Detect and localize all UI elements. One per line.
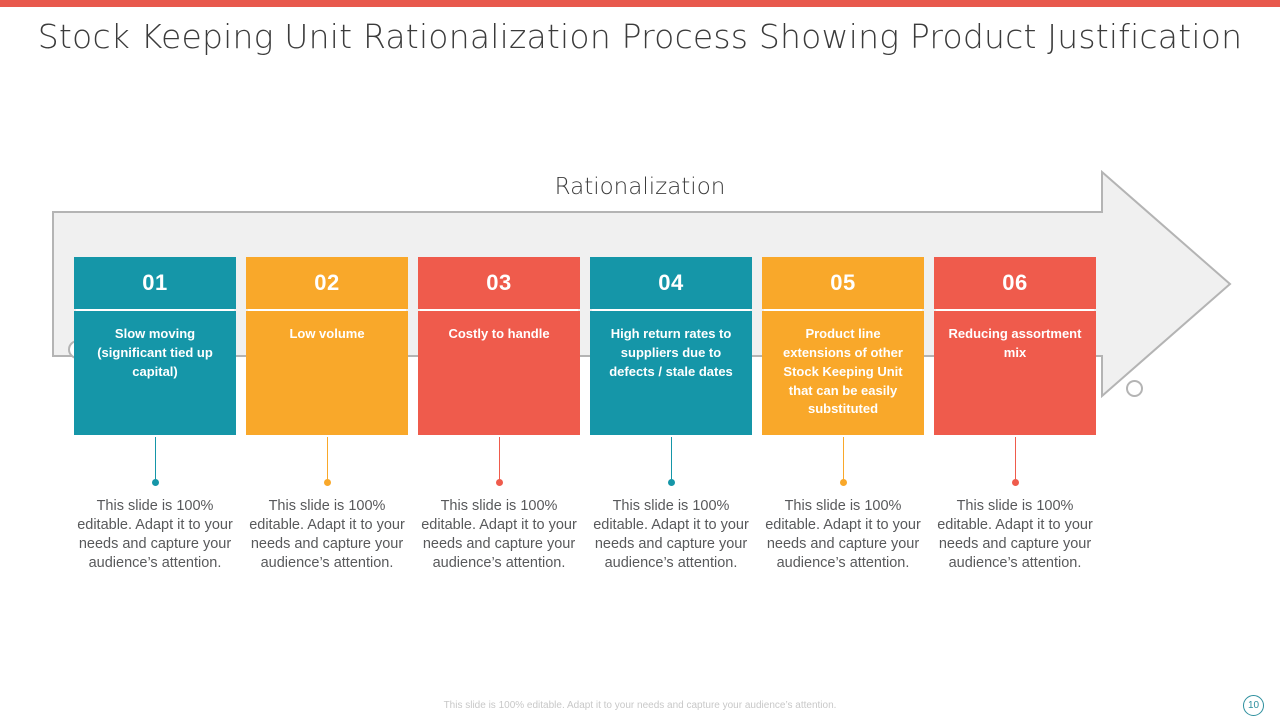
connector-dot-icon <box>152 479 159 486</box>
step-divider <box>936 309 1094 311</box>
step-number-01: 01 <box>74 257 236 309</box>
step-card-04[interactable]: 04 High return rates to suppliers due to… <box>590 257 752 435</box>
connector-line <box>155 437 156 481</box>
step-number-05: 05 <box>762 257 924 309</box>
connector-dot-icon <box>496 479 503 486</box>
top-accent-bar <box>0 0 1280 7</box>
step-card-03[interactable]: 03 Costly to handle <box>418 257 580 435</box>
caption-04: This slide is 100% editable. Adapt it to… <box>593 498 749 572</box>
connector-dot-icon <box>324 479 331 486</box>
connector-dot-icon <box>840 479 847 486</box>
connector-dot-icon <box>1012 479 1019 486</box>
caption-03: This slide is 100% editable. Adapt it to… <box>421 498 577 572</box>
step-number-04: 04 <box>590 257 752 309</box>
step-title-04: High return rates to suppliers due to de… <box>590 311 752 435</box>
step-number-06: 06 <box>934 257 1096 309</box>
connector-line <box>327 437 328 481</box>
step-card-02[interactable]: 02 Low volume <box>246 257 408 435</box>
page-number-badge: 10 <box>1243 695 1264 716</box>
page-title: Stock Keeping Unit Rationalization Proce… <box>37 17 1243 56</box>
arrow-end-dot-icon <box>1126 380 1143 397</box>
step-title-03: Costly to handle <box>418 311 580 435</box>
step-number-02: 02 <box>246 257 408 309</box>
arrow-label: Rationalization <box>554 174 726 200</box>
connector-line <box>1015 437 1016 481</box>
caption-02: This slide is 100% editable. Adapt it to… <box>249 498 405 572</box>
step-divider <box>764 309 922 311</box>
connector-line <box>499 437 500 481</box>
step-title-01: Slow moving (significant tied up capital… <box>74 311 236 435</box>
step-card-list: 01 Slow moving (significant tied up capi… <box>74 257 1096 437</box>
step-divider <box>420 309 578 311</box>
step-divider <box>76 309 234 311</box>
step-title-06: Reducing assortment mix <box>934 311 1096 435</box>
connector-line <box>671 437 672 481</box>
step-divider <box>248 309 406 311</box>
step-title-02: Low volume <box>246 311 408 435</box>
connector-line <box>843 437 844 481</box>
step-divider <box>592 309 750 311</box>
footer-note: This slide is 100% editable. Adapt it to… <box>443 700 837 711</box>
caption-05: This slide is 100% editable. Adapt it to… <box>765 498 921 572</box>
caption-06: This slide is 100% editable. Adapt it to… <box>937 498 1093 572</box>
step-title-05: Product line extensions of other Stock K… <box>762 311 924 435</box>
caption-01: This slide is 100% editable. Adapt it to… <box>77 498 233 572</box>
step-number-03: 03 <box>418 257 580 309</box>
connector-dot-icon <box>668 479 675 486</box>
step-card-06[interactable]: 06 Reducing assortment mix <box>934 257 1096 435</box>
step-card-01[interactable]: 01 Slow moving (significant tied up capi… <box>74 257 236 435</box>
step-card-05[interactable]: 05 Product line extensions of other Stoc… <box>762 257 924 435</box>
